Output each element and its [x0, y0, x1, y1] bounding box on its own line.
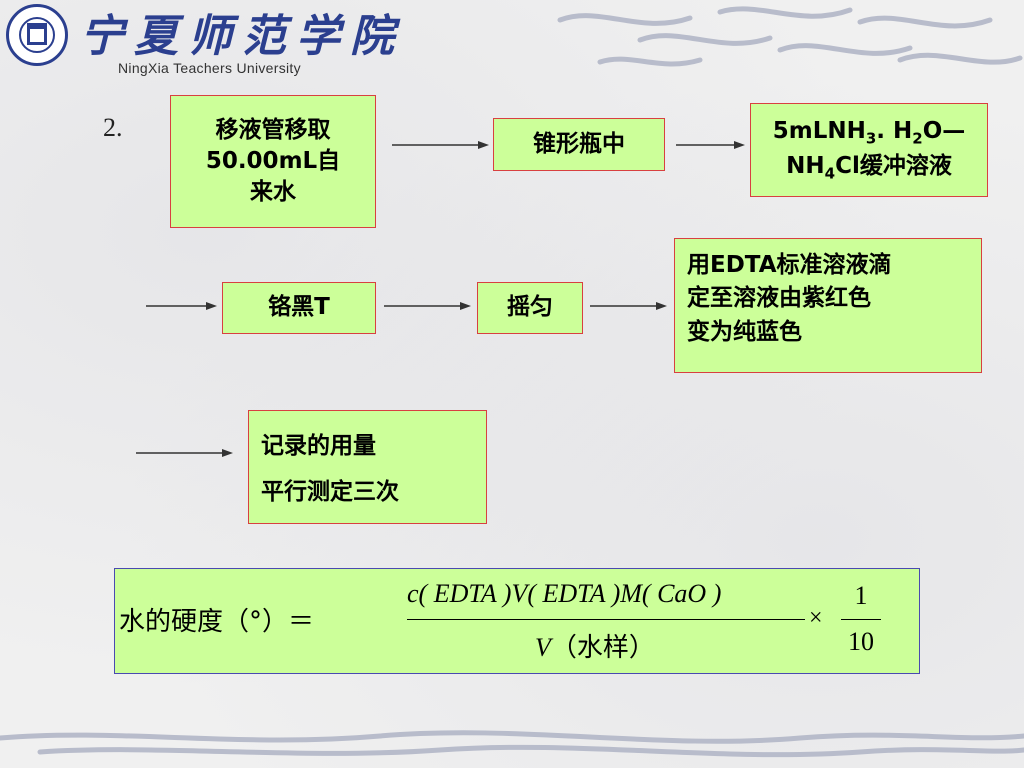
factor-denominator: 10 [848, 627, 874, 656]
pipette-line-2: 50.00mL自 [205, 147, 341, 174]
university-name-calligraphy: 宁夏师范学院 [80, 11, 404, 62]
formula-lhs: 水的硬度（°）＝ [119, 607, 315, 637]
flask-label: 锥形瓶中 [533, 130, 625, 157]
record-line-1: 记录的用量 [261, 433, 376, 459]
formula-numerator: c( EDTA )V( EDTA )M( CaO ) [407, 579, 722, 608]
box-buffer: 5mLNH3. H2O— NH4Cl缓冲溶液 [750, 103, 988, 197]
box-pipette: 移液管移取 50.00mL自 来水 [170, 95, 376, 228]
box-flask: 锥形瓶中 [493, 118, 665, 171]
titrate-line-1: 用EDTA标准溶液滴 [687, 252, 892, 278]
university-name-english: NingXia Teachers University [118, 60, 301, 76]
pipette-line-1: 移液管移取 [215, 116, 331, 143]
fraction-bar [407, 619, 805, 620]
decorative-waves [557, 6, 1023, 67]
hardness-formula: 水的硬度（°）＝ c( EDTA )V( EDTA )M( CaO ) V（水样… [114, 568, 920, 674]
arrow-right-icon [384, 302, 471, 310]
titrate-line-2: 定至溶液由紫红色 [687, 285, 871, 312]
shake-label: 摇匀 [507, 294, 553, 321]
box-record: 记录的用量 平行测定三次 [248, 410, 487, 524]
arrow-right-icon [590, 302, 667, 310]
header: 宁夏师范学院 NingXia Teachers University [0, 0, 1024, 80]
titrate-line-3: 变为纯蓝色 [687, 318, 802, 345]
arrow-right-icon [392, 141, 489, 149]
arrow-right-icon [136, 449, 233, 457]
step-number: 2. [103, 113, 123, 142]
factor-fraction-bar [841, 619, 881, 620]
pipette-line-3: 来水 [250, 179, 296, 206]
times-sign: × [809, 605, 823, 631]
record-line-2: 平行测定三次 [261, 479, 399, 505]
indicator-label: 铬黑T [268, 294, 330, 321]
arrow-right-icon [676, 141, 745, 149]
university-seal-icon [6, 4, 68, 66]
factor-numerator: 1 [854, 581, 868, 610]
arrow-right-icon [146, 302, 217, 310]
footer-waves [0, 730, 1024, 758]
box-titrate: 用EDTA标准溶液滴 定至溶液由紫红色 变为纯蓝色 [674, 238, 982, 373]
buffer-line-1: 5mLNH3. H2O— [772, 118, 966, 148]
box-indicator: 铬黑T [222, 282, 376, 334]
box-shake: 摇匀 [477, 282, 583, 334]
buffer-line-2: NH4Cl缓冲溶液 [786, 153, 952, 183]
formula-denominator: V（水样） [535, 633, 655, 662]
